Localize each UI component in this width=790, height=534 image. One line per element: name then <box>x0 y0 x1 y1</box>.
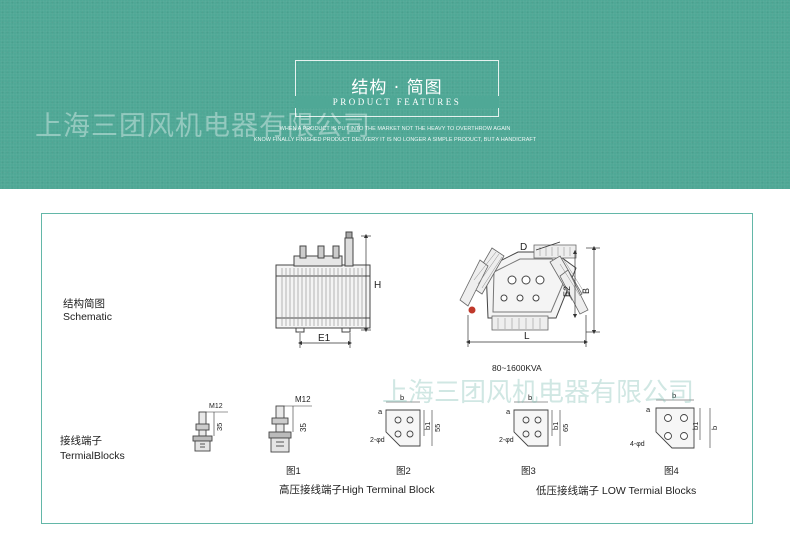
fig4-caption: 图4 <box>664 466 679 477</box>
terminal-bushing-large <box>268 405 312 453</box>
banner-text-line-2: KNOW FINALLY FINISHED PRODUCT DELIVERY I… <box>253 137 537 143</box>
schematic-label-cn: 结构简图 <box>63 298 105 310</box>
fig3-caption: 图3 <box>521 466 536 477</box>
section-subtitle: PRODUCT FEATURES <box>332 97 462 107</box>
fig2-b1: b1 <box>423 422 432 430</box>
watermark-company: 上海三团风机电器有限公司 <box>35 111 371 142</box>
section-title: 结构 · 简图 <box>351 78 443 98</box>
schematic-panel <box>41 213 753 524</box>
fig1b-dim: 35 <box>299 423 308 432</box>
fig2-caption: 图2 <box>396 466 411 477</box>
banner-text-line-1: WHEN A PRODUCT IS PUT INTO THE MARKET NO… <box>279 126 511 132</box>
fig3-a: a <box>506 407 511 416</box>
dim-b-label: B <box>581 288 591 294</box>
fig3-b: b <box>528 393 532 402</box>
fig3-b1: b1 <box>551 422 560 430</box>
dim-e1-label: E1 <box>318 333 331 344</box>
fig4-a: a <box>646 405 651 414</box>
schematic-label-en: Schematic <box>63 311 113 323</box>
fig1-m12-label: M12 <box>209 403 223 410</box>
high-terminal-caption: 高压接线端子High Terminal Block <box>279 484 435 496</box>
title-frame: 结构 · 简图 PRODUCT FEATURES <box>295 60 499 117</box>
transformer-front-view <box>275 231 371 333</box>
header-banner: 结构 · 简图 PRODUCT FEATURES WHEN A PRODUCT … <box>0 0 790 189</box>
fig2-b: b <box>400 393 404 402</box>
fig2-hole: 2-φd <box>370 437 385 444</box>
fig4-hole: 4-φd <box>630 441 645 448</box>
terminal-label-cn: 接线端子 <box>60 435 102 447</box>
terminal-plate-fig2 <box>385 401 433 447</box>
fig4-b: b <box>672 391 676 400</box>
fig4-b-side: b <box>710 426 719 430</box>
watermark-company-2: 上海三团风机电器有限公司 <box>382 378 695 408</box>
fig4-b1: b1 <box>691 422 700 430</box>
terminal-bushing-small <box>192 411 228 452</box>
fig3-dim: 65 <box>561 424 570 432</box>
fig2-dim: 55 <box>433 424 442 432</box>
fig1-caption: 图1 <box>286 466 301 477</box>
fig2-a: a <box>378 407 383 416</box>
dim-l-label: L <box>524 331 530 342</box>
low-terminal-caption: 低压接线端子 LOW Termial Blocks <box>536 485 697 497</box>
terminal-plate-fig3 <box>513 401 561 447</box>
fig3-hole: 2-φd <box>499 437 514 444</box>
dim-h-label: H <box>374 280 381 291</box>
terminal-label-en: TermialBlocks <box>60 450 125 462</box>
dim-d-label: D <box>520 242 527 253</box>
fig1b-m12-label: M12 <box>295 395 311 404</box>
capacity-range: 80~1600KVA <box>492 363 542 373</box>
fig1-dim: 35 <box>215 423 224 431</box>
dim-e2-label: E2 <box>562 286 572 297</box>
terminal-plate-fig4 <box>655 399 711 449</box>
